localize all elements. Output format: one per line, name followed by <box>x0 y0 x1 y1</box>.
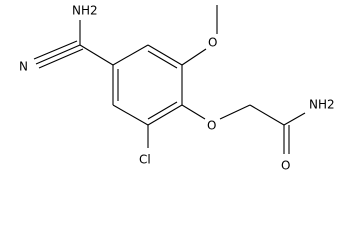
molecule-structure-diagram: NH2 N O O Cl O NH2 <box>19 4 335 173</box>
nitrile-triple-bond-3 <box>38 48 84 69</box>
bond-ring-to-ether-o <box>181 104 206 120</box>
bond-ch2-to-carbonyl-c <box>249 104 285 126</box>
ring-bond-3 <box>147 104 183 126</box>
bond-ether-o-to-ch2 <box>219 104 251 120</box>
bond-ring-to-methoxy-o <box>181 48 207 66</box>
ring-bond-3-inner <box>147 101 178 120</box>
ring-bond-1-inner <box>147 50 178 69</box>
bond-carbonyl-to-amide-n <box>283 112 306 126</box>
nitrile-triple-bond-2 <box>33 40 78 60</box>
carbonyl-oxygen-label: O <box>281 159 290 173</box>
bond-ring-to-alpha-carbon <box>79 44 114 66</box>
amine-label: NH2 <box>72 4 98 18</box>
nitrile-nitrogen-label: N <box>19 60 28 74</box>
methoxy-oxygen-label: O <box>208 36 217 50</box>
ring-bond-6 <box>112 44 149 66</box>
ether-oxygen-label: O <box>207 119 216 133</box>
nitrile-triple-bond-1 <box>35 44 81 65</box>
chlorine-label: Cl <box>139 153 151 167</box>
amide-amine-label: NH2 <box>309 98 335 112</box>
ring-bond-1 <box>147 44 183 66</box>
ring-bond-4 <box>112 104 149 126</box>
